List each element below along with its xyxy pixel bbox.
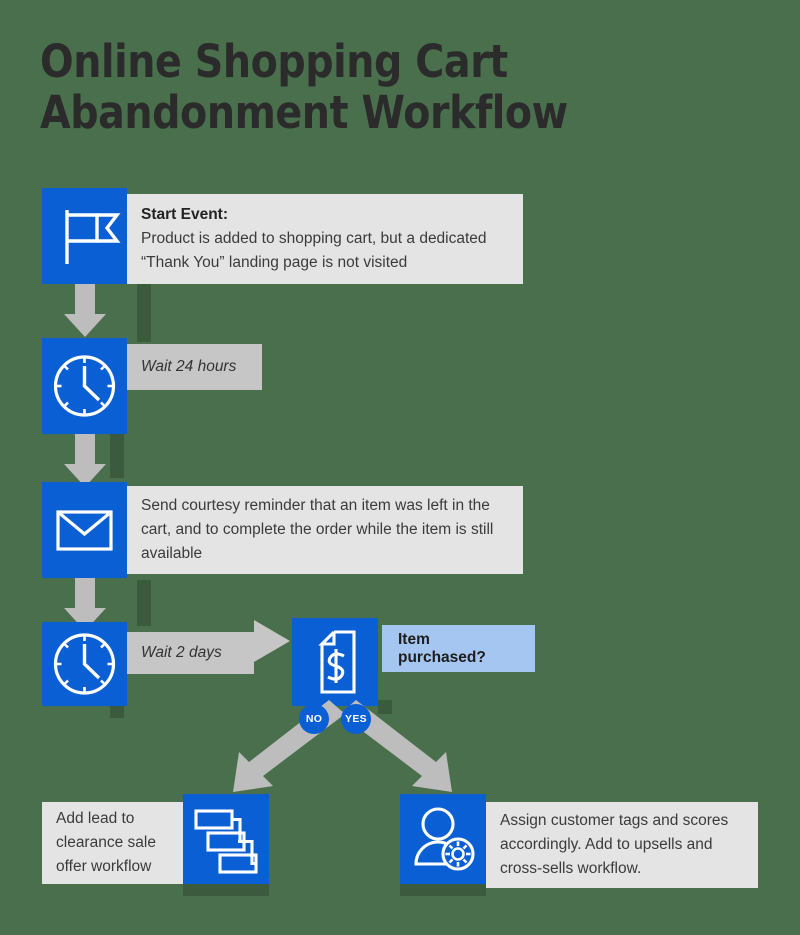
wait-24-hours-label-box: Wait 24 hours [127,344,262,390]
send-reminder-tile-shadow [137,580,151,626]
user-gear-icon [414,807,475,871]
branch-badge-no[interactable]: NO [299,704,329,734]
branch-badge-yes[interactable]: YES [341,704,371,734]
connector-arrow-2 [62,434,108,488]
item-purchased-label-box: Item purchased? [382,625,535,672]
wait-24-hours-icon-tile[interactable] [42,338,127,434]
clearance-tile-shadow [183,884,269,896]
assign-tags-textbox: Assign customer tags and scores accordin… [486,802,758,888]
assign-tags-tile-shadow [400,884,486,896]
page-title-line-1: Online Shopping Cart [40,35,508,88]
wait-2-days-label-box: Wait 2 days [127,632,253,674]
clearance-workflow-text: Add lead to clearance sale offer workflo… [56,810,156,875]
wait-24-hours-label: Wait 24 hours [141,358,237,375]
clock-icon [53,355,116,417]
workflow-cascade-icon [194,809,258,874]
branch-badge-yes-label: YES [345,713,367,725]
clearance-workflow-icon-tile[interactable] [183,794,269,884]
start-event-body: Product is added to shopping cart, but a… [141,230,487,271]
connector-arrow-1 [62,284,108,338]
start-event-icon-tile[interactable] [42,188,127,284]
page-title-line-2: Abandonment Workflow [40,86,568,139]
wait-24-tile-shadow [110,434,124,478]
item-purchased-label: Item purchased? [398,630,486,666]
item-purchased-icon-tile[interactable] [292,618,378,706]
start-event-bold-label: Start Event: [141,206,228,223]
arrow-down-icon [64,578,106,631]
start-event-tile-shadow [137,284,151,342]
send-reminder-textbox: Send courtesy reminder that an item was … [127,486,523,574]
envelope-icon [56,510,113,551]
clearance-workflow-textbox: Add lead to clearance sale offer workflo… [42,802,192,884]
arrow-down-icon [64,284,106,337]
assign-tags-icon-tile[interactable] [400,794,486,884]
invoice-dollar-icon [318,630,356,694]
send-reminder-text: Send courtesy reminder that an item was … [141,497,494,562]
decision-tile-shadow [378,700,392,714]
arrow-down-icon [64,434,106,487]
assign-tags-text: Assign customer tags and scores accordin… [500,812,729,877]
wait-2-days-arrow-shape [127,620,292,685]
start-event-text: Start Event: Product is added to shoppin… [127,203,523,275]
connector-arrow-3 [62,578,108,632]
arrow-right-icon [127,620,290,674]
wait-2-days-label: Wait 2 days [141,644,222,661]
branch-badge-no-label: NO [305,713,323,725]
flag-icon [65,210,121,264]
wait-2-days-icon-tile[interactable] [42,622,127,706]
clock-icon [53,633,116,695]
send-reminder-icon-tile[interactable] [42,482,127,578]
start-event-textbox: Start Event: Product is added to shoppin… [127,194,523,284]
